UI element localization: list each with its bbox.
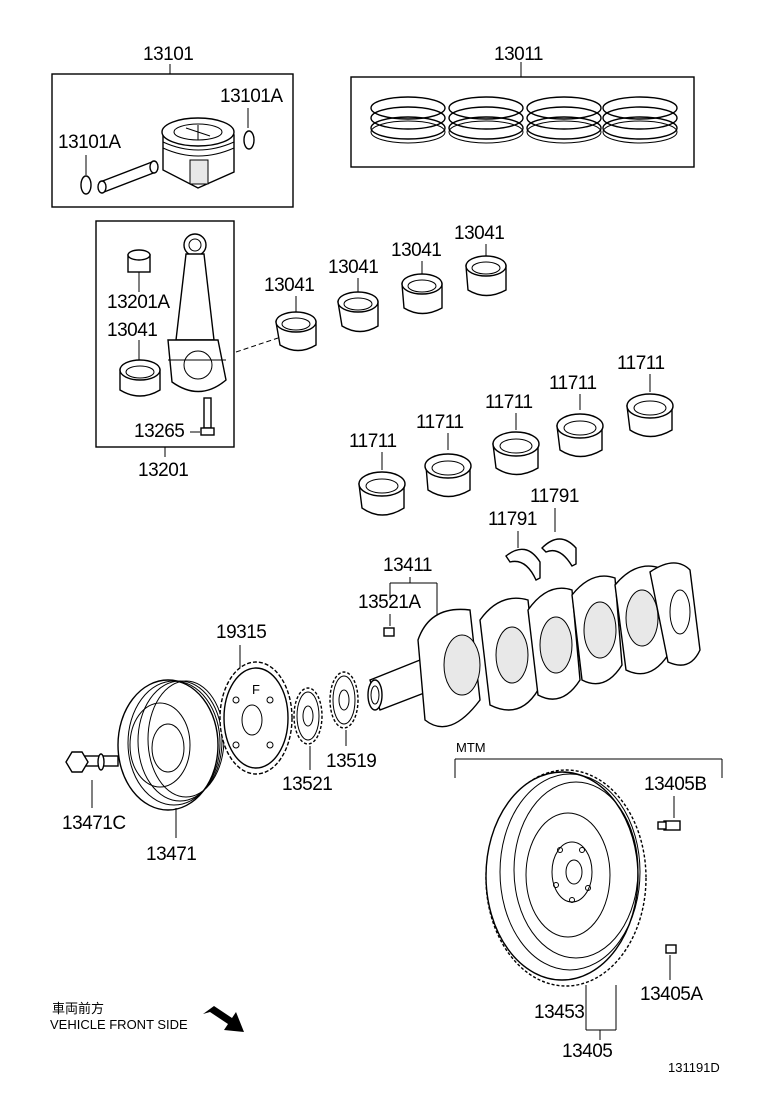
label-11791-a: 11791 [530, 486, 579, 507]
piston [161, 117, 235, 189]
thrust-washer-a [541, 538, 577, 567]
label-13201A: 13201A [107, 292, 170, 313]
crank-pulley-group: 13471C 13471 [62, 679, 225, 865]
label-13041-b: 13041 [328, 257, 378, 278]
label-13521A: 13521A [358, 592, 421, 613]
dowel-pin [665, 944, 677, 954]
front-direction-indicator: 車両前方 VEHICLE FRONT SIDE [50, 1001, 244, 1032]
label-13411: 13411 [383, 555, 432, 576]
flywheel-group: MTM 13405B 13405A 13453 [454, 740, 723, 1062]
figure-id: 131191D [668, 1060, 720, 1075]
ring-set-4 [602, 96, 678, 144]
label-19315: 19315 [216, 622, 266, 643]
ring-set-2 [448, 96, 524, 144]
label-13101: 13101 [143, 44, 193, 65]
flywheel [485, 769, 647, 987]
rod-bolt [200, 397, 215, 436]
main-bearings-group: 11711 11711 11711 11711 11711 [349, 353, 674, 516]
label-13101A-right: 13101A [220, 86, 283, 107]
rod-bearing-c [401, 273, 443, 315]
rod-bearing-d [465, 255, 507, 297]
main-bearing-e [626, 393, 674, 438]
label-11711-a: 11711 [349, 431, 397, 452]
rod-bearing-b [337, 291, 379, 333]
label-13453: 13453 [534, 1002, 584, 1023]
thrust-washer-b [505, 548, 541, 581]
piston-rings-group: 13011 [350, 44, 695, 168]
main-bearing-d [556, 413, 604, 458]
label-mtm: MTM [456, 740, 486, 755]
ring-set-3 [526, 96, 602, 144]
label-13521: 13521 [282, 774, 332, 795]
thrust-washers-group: 11791 11791 [488, 486, 579, 581]
label-13201: 13201 [138, 460, 188, 481]
snap-ring-right [243, 130, 255, 150]
label-13405A: 13405A [640, 984, 703, 1005]
label-13519: 13519 [326, 751, 376, 772]
crank-key [383, 627, 395, 637]
label-13041-c: 13041 [391, 240, 441, 261]
signal-rotor-19315: F [219, 661, 293, 775]
crank-sprocket-13521 [293, 687, 323, 745]
direction-arrow-icon [203, 1006, 244, 1032]
rod-bearing-box [119, 359, 161, 397]
label-13041-a: 13041 [264, 275, 314, 296]
label-11791-b: 11791 [488, 509, 537, 530]
label-13471C: 13471C [62, 813, 126, 834]
rings-box [350, 76, 695, 168]
label-11711-b: 11711 [416, 412, 464, 433]
label-11711-c: 11711 [485, 392, 533, 413]
bushing-13201A [127, 249, 151, 273]
rod-bearing-a [275, 311, 317, 352]
crankshaft [367, 562, 701, 728]
main-bearing-c [492, 431, 540, 476]
main-bearing-a [358, 471, 406, 516]
crank-sprocket-13519 [329, 671, 359, 729]
ring-set-1 [370, 96, 446, 144]
pulley-bolt [65, 751, 119, 773]
label-11711-d: 11711 [549, 373, 597, 394]
direction-en: VEHICLE FRONT SIDE [50, 1017, 188, 1032]
rod-bearings-group: 13041 13041 13041 13041 [264, 223, 507, 352]
crank-pulley [117, 679, 225, 811]
label-13101A-left: 13101A [58, 132, 121, 153]
label-13011: 13011 [494, 44, 543, 65]
direction-jp: 車両前方 [52, 1001, 104, 1016]
label-13405: 13405 [562, 1041, 612, 1062]
flywheel-bolt [657, 820, 681, 831]
label-11711-e: 11711 [617, 353, 665, 374]
label-13041-d: 13041 [454, 223, 504, 244]
connecting-rod-group: 13201 13201A 13041 13265 [95, 220, 279, 481]
label-13265: 13265 [134, 421, 184, 442]
piston-assembly-group: 13101 13101A 13101A [51, 44, 294, 208]
piston-box [51, 73, 294, 208]
piston-pin [97, 160, 159, 194]
sprocket-mark: F [252, 682, 260, 697]
connecting-rod [167, 233, 227, 393]
label-13405B: 13405B [644, 774, 707, 795]
crankshaft-group: 13411 13521A [358, 555, 701, 728]
snap-ring-left [80, 175, 92, 195]
main-bearing-b [424, 453, 472, 498]
label-13471: 13471 [146, 844, 196, 865]
sprockets-group: 19315 F 13521 13519 [216, 622, 377, 795]
label-13041-box: 13041 [107, 320, 157, 341]
